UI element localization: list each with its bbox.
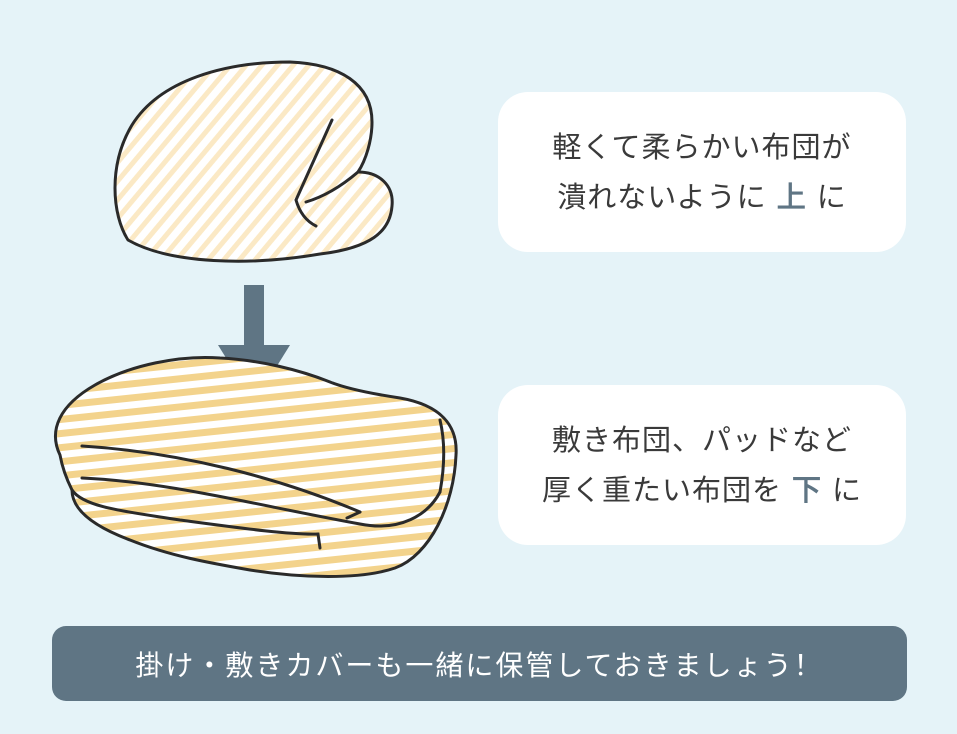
top-caption-line1: 軽くて柔らかい布団が xyxy=(552,130,852,164)
bottom-caption-line2: 厚く重たい布団を下に xyxy=(542,465,862,515)
tip-banner-text: 掛け・敷きカバーも一緒に保管しておきましょう！ xyxy=(135,648,824,682)
tip-banner: 掛け・敷きカバーも一緒に保管しておきましょう！ xyxy=(52,626,907,701)
bottom-highlight-word: 下 xyxy=(791,473,822,507)
top-highlight-word: 上 xyxy=(776,180,807,214)
bottom-caption-line2-prefix: 厚く重たい布団を xyxy=(541,473,782,507)
bottom-caption-bubble: 敷き布団、パッドなど 厚く重たい布団を下に xyxy=(498,385,906,545)
light-futon-icon xyxy=(113,60,394,263)
top-caption-line2-suffix: に xyxy=(816,180,847,214)
top-caption-bubble: 軽くて柔らかい布団が 潰れないように上に xyxy=(498,92,906,252)
bottom-caption-line1: 敷き布団、パッドなど xyxy=(551,423,852,457)
bottom-caption-line2-suffix: に xyxy=(832,473,863,507)
heavy-futon-icon xyxy=(54,356,458,578)
top-caption-line2: 潰れないように上に xyxy=(557,172,846,222)
top-caption-line2-prefix: 潰れないように xyxy=(557,180,767,214)
